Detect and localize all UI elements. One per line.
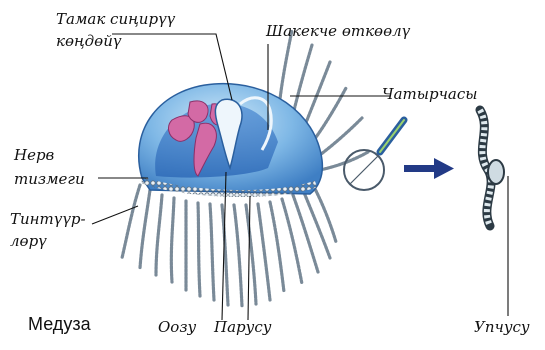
label-tentacles-line1: Тинтүүр- <box>10 210 86 228</box>
label-umbrella: Чатырчасы <box>382 85 477 103</box>
magnifier-icon <box>344 120 404 190</box>
label-digestive-line2: көңдөйү <box>56 32 122 50</box>
arrow-right-icon <box>404 158 454 179</box>
label-nerve-line2: тизмеги <box>14 170 85 188</box>
label-stinging: Упчусу <box>474 318 530 336</box>
label-nerve-line1: Нерв <box>13 146 55 164</box>
enlarged-tentacle <box>480 110 504 226</box>
label-mouth: Оозу <box>158 318 197 336</box>
label-radial-canal: Шакекче өткөөлү <box>265 22 411 40</box>
label-digestive-line1: Тамак сиңирүү <box>56 10 176 28</box>
label-velum: Парусу <box>213 318 272 336</box>
diagram-title: Медуза <box>28 314 92 334</box>
label-tentacles-line2: лөрү <box>10 232 47 250</box>
stinging-cell-icon <box>488 160 504 184</box>
